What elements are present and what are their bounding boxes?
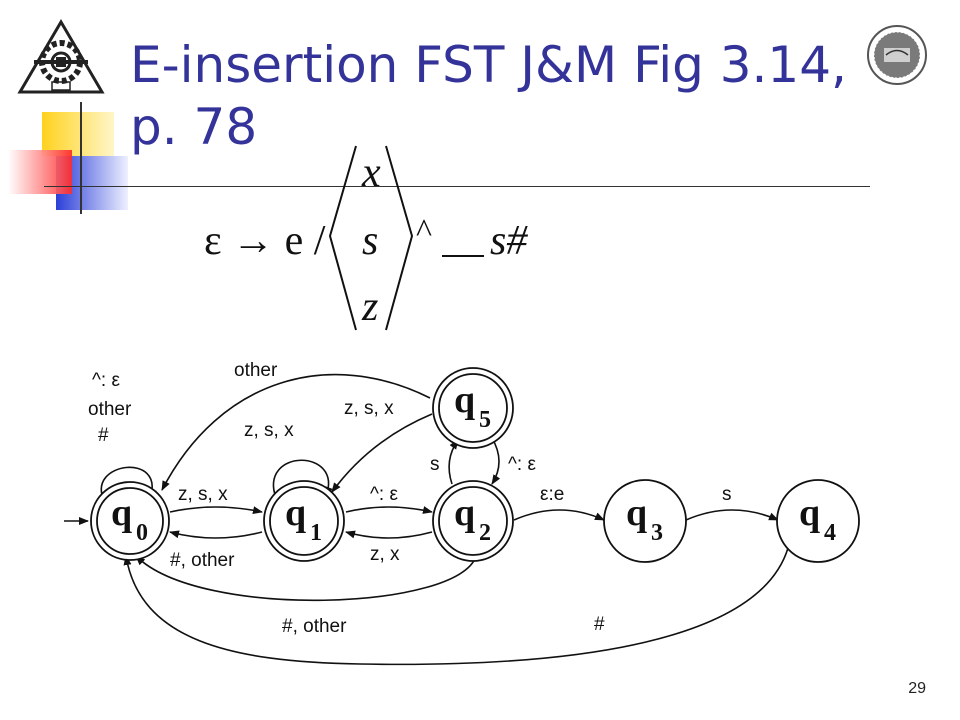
label-q0-q1: z, s, x [178,484,228,505]
label-q0-self-2: other [88,399,132,420]
edge-q5-q2 [491,437,501,485]
edge-q2-q5 [448,439,459,485]
svg-text:4: 4 [824,520,836,546]
rewrite-rule: ε → e / x s z ^ s# [204,145,528,331]
edge-q2-q1 [345,530,433,539]
label-q0-self-3: # [98,425,109,446]
fst-diagram: q 0 q 1 q 2 q 3 q 4 q 5 [64,360,860,666]
rule-lhs: ε → e / [204,218,326,264]
slide-number: 29 [908,680,926,697]
label-q1-q2: ^: ε [370,484,398,505]
edge-q1-q0 [169,530,263,539]
engineering-gear-logo [17,19,105,94]
rule-rhs: s# [490,218,528,264]
vertical-divider [80,102,82,214]
svg-text:3: 3 [651,520,663,546]
label-q2-q0: #, other [282,616,347,637]
svg-text:q: q [111,492,132,534]
edge-q3-q4 [685,509,779,521]
rule-item-s: s [362,218,378,264]
edge-q2-q3 [513,509,605,521]
edge-q5-q0 [161,373,431,491]
edge-q0-q1 [169,506,263,515]
state-q2: q 2 [432,480,514,562]
label-q5-q1: z, s, x [344,398,394,419]
label-q2-q3: ε:e [540,484,564,505]
label-q0-self-1: ^: ε [92,370,120,391]
label-q2-q5: s [430,454,440,475]
title-underline [44,186,870,187]
university-seal-logo [867,25,927,85]
edge-q2-q0 [135,555,477,602]
svg-text:5: 5 [479,407,491,433]
rule-item-z: z [361,284,378,330]
svg-text:q: q [285,492,306,534]
svg-text:q: q [454,379,475,421]
svg-text:2: 2 [479,520,491,546]
edge-q0-self [100,466,157,501]
label-q1-self: z, s, x [244,420,294,441]
slide-title: E-insertion FST J&M Fig 3.14, p. 78 [130,36,847,156]
edge-q1-self [272,459,333,499]
edge-q4-q0 [123,547,789,666]
rule-item-x: x [361,150,381,196]
edge-q1-q2 [345,506,433,514]
label-q5-q0: other [234,360,278,381]
state-q3: q 3 [603,479,687,563]
edge-q5-q1 [331,413,433,493]
svg-text:0: 0 [136,520,148,546]
label-q2-q1: z, x [370,544,400,565]
state-q4: q 4 [776,479,860,563]
svg-text:1: 1 [310,520,322,546]
decorative-squares [8,112,128,210]
state-q5: q 5 [432,367,514,449]
label-q5-q2: ^: ε [508,454,536,475]
svg-text:q: q [799,492,820,534]
label-q1-q0: #, other [170,550,235,571]
label-q3-q4: s [722,484,732,505]
svg-text:q: q [626,492,647,534]
state-q0: q 0 [90,481,170,561]
rule-caret: ^ [416,213,432,250]
svg-text:q: q [454,492,475,534]
label-q4-q0: # [594,614,605,635]
state-q1: q 1 [263,480,345,562]
